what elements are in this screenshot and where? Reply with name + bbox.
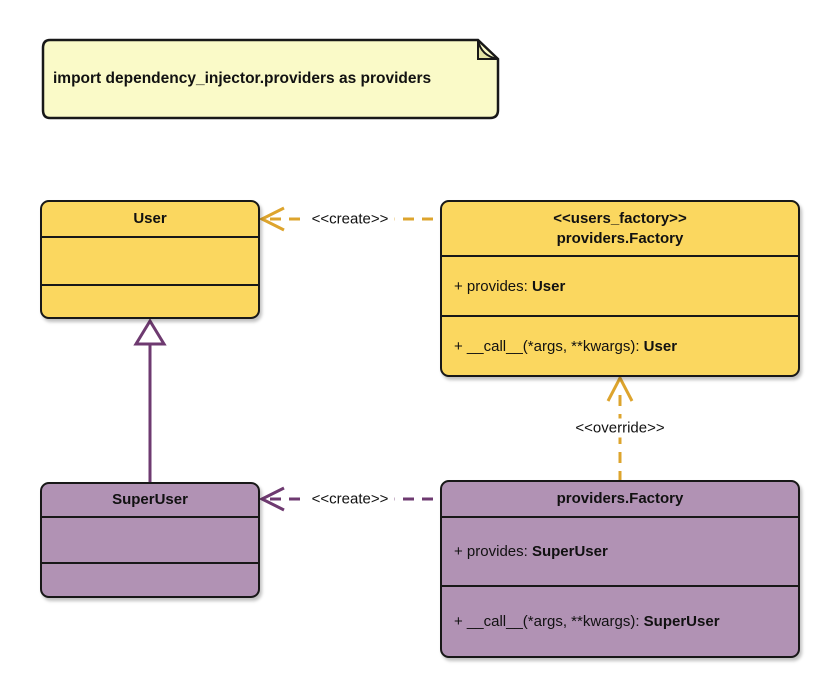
member-type: SuperUser	[531, 543, 608, 560]
class-title-users-factory: <<users_factory>> providers.Factory	[442, 202, 798, 257]
member-provides: + provides: User	[442, 257, 798, 317]
class-name: User	[133, 210, 167, 227]
class-box-users-factory: <<users_factory>> providers.Factory + pr…	[440, 200, 800, 377]
import-note: import dependency_injector.providers as …	[41, 38, 500, 120]
fields-compartment	[42, 238, 258, 286]
class-title-user: User	[42, 202, 258, 238]
inheritance-arrow-superuser-to-user	[133, 318, 167, 482]
class-box-user: User	[40, 200, 260, 319]
edge-label-create-superuser: <<create>>	[305, 489, 395, 509]
member-provides: + provides: SuperUser	[442, 518, 798, 587]
note-shape	[41, 38, 500, 120]
methods-compartment	[42, 286, 258, 317]
member-call: + __call__(*args, **kwargs): User	[442, 317, 798, 375]
member-label: + __call__(*args, **kwargs):	[454, 613, 644, 630]
member-label: + provides:	[454, 277, 532, 295]
member-type: User	[643, 337, 678, 355]
class-stereotype: <<users_factory>>	[553, 209, 687, 227]
member-label: + provides:	[454, 543, 532, 560]
note-fold-corner	[477, 39, 499, 60]
edge-label-create-user: <<create>>	[305, 209, 395, 229]
class-name: providers.Factory	[556, 490, 684, 507]
class-box-superuser: SuperUser	[40, 482, 260, 598]
edge-label-override: <<override>>	[569, 418, 671, 438]
member-type: User	[531, 277, 566, 295]
member-type: SuperUser	[643, 613, 720, 630]
methods-compartment	[42, 564, 258, 596]
note-text: import dependency_injector.providers as …	[53, 70, 432, 87]
class-name: providers.Factory	[556, 229, 684, 247]
class-name: SuperUser	[112, 491, 188, 508]
member-label: + __call__(*args, **kwargs):	[454, 337, 644, 355]
class-title-superuser-factory: providers.Factory	[442, 482, 798, 518]
member-call: + __call__(*args, **kwargs): SuperUser	[442, 587, 798, 656]
fields-compartment	[42, 518, 258, 564]
class-title-superuser: SuperUser	[42, 484, 258, 518]
class-box-superuser-factory: providers.Factory + provides: SuperUser …	[440, 480, 800, 658]
